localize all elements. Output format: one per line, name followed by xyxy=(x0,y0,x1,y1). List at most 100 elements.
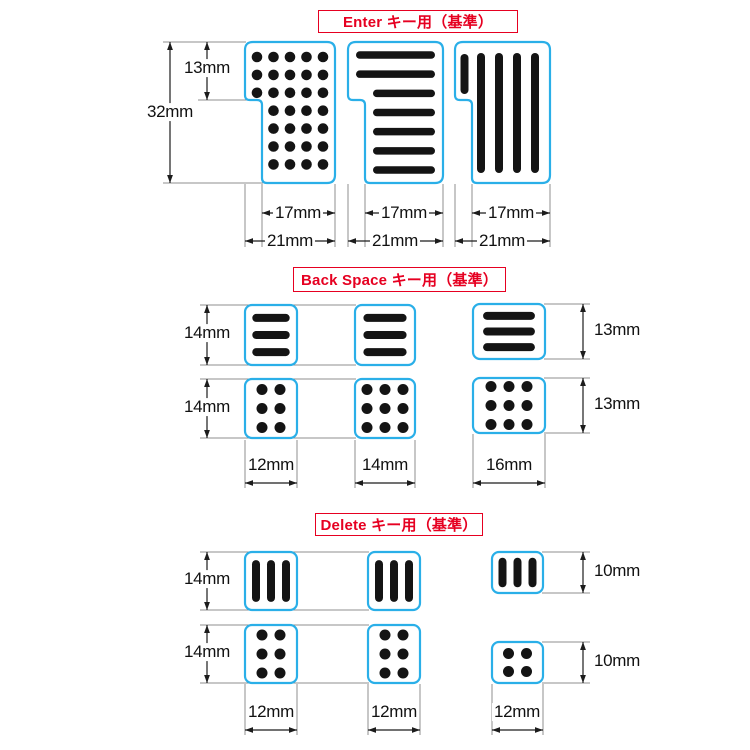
arrowhead-icon xyxy=(289,480,297,486)
delete-dots-small xyxy=(490,640,545,685)
arrowhead-icon xyxy=(472,210,480,216)
arrowhead-icon xyxy=(580,351,586,359)
arrowhead-icon xyxy=(368,727,376,733)
arrowhead-icon xyxy=(204,305,210,313)
arrowhead-icon xyxy=(542,238,550,244)
sticker-outline xyxy=(243,623,299,685)
arrowhead-icon xyxy=(245,238,253,244)
sticker-pattern xyxy=(251,51,329,170)
arrowhead-icon xyxy=(204,602,210,610)
arrowhead-icon xyxy=(542,210,550,216)
arrowhead-icon xyxy=(580,304,586,312)
backspace-dots-16mm xyxy=(471,376,547,435)
arrowhead-icon xyxy=(204,625,210,633)
delete-vbars-mid xyxy=(366,550,422,612)
enter-sticker-vbars xyxy=(453,40,552,185)
arrowhead-icon xyxy=(204,357,210,365)
sticker-pattern xyxy=(498,557,537,588)
enter-sticker-dots xyxy=(243,40,337,185)
sticker-pattern xyxy=(361,384,409,433)
arrowhead-icon xyxy=(412,727,420,733)
section-title-backspace-label: Back Space キー用（基準） xyxy=(301,272,498,289)
delete-dots-left xyxy=(243,623,299,685)
arrowhead-icon xyxy=(204,552,210,560)
arrowhead-icon xyxy=(580,378,586,386)
arrowhead-icon xyxy=(435,210,443,216)
arrowhead-icon xyxy=(473,480,481,486)
dimension-label: 14mm xyxy=(181,323,233,343)
sticker-outline xyxy=(243,377,299,440)
arrowhead-icon xyxy=(580,585,586,593)
arrowhead-icon xyxy=(580,642,586,650)
arrowhead-icon xyxy=(492,727,500,733)
sticker-pattern xyxy=(379,629,409,679)
dimension-label: 14mm xyxy=(181,569,233,589)
dimension-label: 32mm xyxy=(144,102,196,122)
dimension-label: 16mm xyxy=(483,455,535,475)
arrowhead-icon xyxy=(327,238,335,244)
arrowhead-icon xyxy=(167,175,173,183)
arrowhead-icon xyxy=(204,430,210,438)
delete-vbars-small xyxy=(490,550,545,595)
dimension-label: 21mm xyxy=(264,231,316,251)
arrowhead-icon xyxy=(204,92,210,100)
section-title-backspace: Back Space キー用（基準） xyxy=(293,267,506,292)
section-title-delete-label: Delete キー用（基準） xyxy=(320,517,478,534)
arrowhead-icon xyxy=(580,675,586,683)
delete-dots-mid xyxy=(366,623,422,685)
dimension-label: 10mm xyxy=(592,561,643,581)
arrowhead-icon xyxy=(289,727,297,733)
arrowhead-icon xyxy=(435,238,443,244)
backspace-dots-12mm xyxy=(243,377,299,440)
dimension-label: 12mm xyxy=(368,702,420,722)
dimension-label: 12mm xyxy=(245,455,297,475)
sticker-outline xyxy=(366,623,422,685)
dimension-label: 21mm xyxy=(369,231,421,251)
dimension-label: 17mm xyxy=(272,203,324,223)
sticker-outline xyxy=(490,640,545,685)
sticker-pattern xyxy=(460,53,539,173)
arrowhead-icon xyxy=(535,727,543,733)
enter-sticker-hbars xyxy=(346,40,445,185)
dimension-label: 14mm xyxy=(181,642,233,662)
arrowhead-icon xyxy=(245,480,253,486)
dimension-label: 14mm xyxy=(359,455,411,475)
sticker-pattern xyxy=(256,384,286,433)
sticker-pattern xyxy=(485,381,533,430)
arrowhead-icon xyxy=(455,238,463,244)
dimension-label: 12mm xyxy=(491,702,543,722)
dimension-label: 12mm xyxy=(245,702,297,722)
sticker-pattern xyxy=(375,560,413,602)
dimension-label: 10mm xyxy=(592,651,643,671)
sticker-pattern xyxy=(252,313,290,357)
arrowhead-icon xyxy=(167,42,173,50)
arrowhead-icon xyxy=(348,238,356,244)
dimension-label: 13mm xyxy=(592,320,643,340)
dimension-label: 14mm xyxy=(181,397,233,417)
sticker-pattern xyxy=(356,51,435,174)
arrowhead-icon xyxy=(407,480,415,486)
section-title-enter-label: Enter キー用（基準） xyxy=(342,14,494,31)
backspace-hbars-14mm xyxy=(353,303,417,367)
sticker-pattern xyxy=(256,629,286,679)
arrowhead-icon xyxy=(327,210,335,216)
dimension-label: 21mm xyxy=(476,231,528,251)
arrowhead-icon xyxy=(245,727,253,733)
dimension-label: 17mm xyxy=(485,203,537,223)
dimension-label: 17mm xyxy=(378,203,430,223)
arrowhead-icon xyxy=(580,425,586,433)
arrowhead-icon xyxy=(204,379,210,387)
arrowhead-icon xyxy=(204,42,210,50)
arrowhead-icon xyxy=(537,480,545,486)
arrowhead-icon xyxy=(204,675,210,683)
section-title-delete: Delete キー用（基準） xyxy=(315,513,483,536)
delete-vbars-left xyxy=(243,550,299,612)
sticker-pattern xyxy=(252,560,290,602)
dimension-label: 13mm xyxy=(181,58,233,78)
arrowhead-icon xyxy=(355,480,363,486)
section-title-enter: Enter キー用（基準） xyxy=(318,10,518,33)
arrowhead-icon xyxy=(365,210,373,216)
sticker-pattern xyxy=(363,313,407,357)
sticker-pattern xyxy=(503,648,532,677)
